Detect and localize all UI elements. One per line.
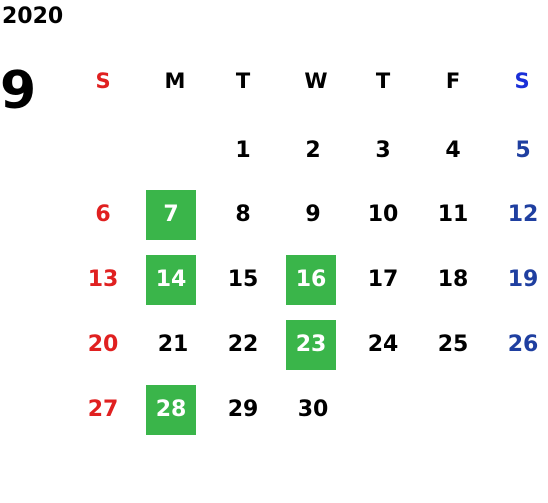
weekday-header-sunday: S [95,68,111,93]
weekday-header-tuesday: T [235,68,251,93]
day-cell-sunday[interactable]: 6 [95,202,111,227]
calendar-grid: S M T W T F S 1 2 3 4 5 6 7 8 9 10 11 12… [68,56,548,446]
day-cell-highlighted[interactable]: 23 [286,320,336,370]
day-cell-saturday[interactable]: 19 [507,267,539,292]
day-cell[interactable]: 30 [297,397,329,422]
day-cell[interactable]: 17 [367,267,399,292]
day-cell-saturday[interactable]: 26 [507,332,539,357]
day-cell-saturday[interactable]: 5 [515,138,531,163]
weekday-header-monday: M [164,68,186,93]
day-cell-saturday[interactable]: 12 [507,202,539,227]
day-cell[interactable]: 8 [235,202,251,227]
day-cell-highlighted[interactable]: 7 [146,190,196,240]
day-cell-sunday[interactable]: 20 [87,332,119,357]
day-cell[interactable]: 18 [437,267,469,292]
day-cell[interactable]: 3 [375,138,391,163]
year-label: 2020 [2,4,64,29]
weekday-header-thursday: T [375,68,391,93]
weekday-header-friday: F [445,68,461,93]
day-cell[interactable]: 11 [437,202,469,227]
day-cell[interactable]: 10 [367,202,399,227]
day-cell[interactable]: 25 [437,332,469,357]
day-cell-sunday[interactable]: 13 [87,267,119,292]
weekday-header-saturday: S [514,68,530,93]
day-cell-sunday[interactable]: 27 [87,397,119,422]
day-cell[interactable]: 15 [227,267,259,292]
day-cell[interactable]: 2 [305,138,321,163]
month-number: 9 [0,61,37,121]
day-cell-highlighted[interactable]: 28 [146,385,196,435]
day-cell[interactable]: 4 [445,138,461,163]
day-cell[interactable]: 22 [227,332,259,357]
day-cell[interactable]: 24 [367,332,399,357]
day-cell[interactable]: 29 [227,397,259,422]
day-cell[interactable]: 9 [305,202,321,227]
day-cell[interactable]: 1 [235,138,251,163]
day-cell-highlighted[interactable]: 14 [146,255,196,305]
day-cell[interactable]: 21 [157,332,189,357]
weekday-header-wednesday: W [304,68,328,93]
day-cell-highlighted[interactable]: 16 [286,255,336,305]
